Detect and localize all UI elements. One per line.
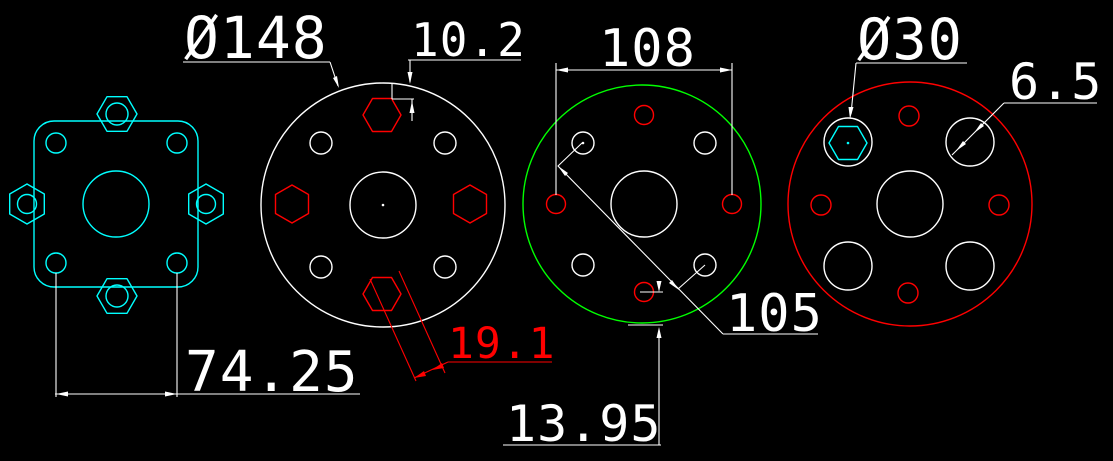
flange2-center-bore[interactable] — [349, 171, 417, 239]
hex-nut-right[interactable] — [187, 183, 225, 225]
flange4-hole-se[interactable] — [945, 241, 995, 291]
hex-nut-bottom[interactable] — [96, 278, 138, 314]
hex-nut-left-bore[interactable] — [16, 193, 38, 215]
dimension-6-5[interactable]: 6.5 — [951, 53, 1102, 156]
arrowhead — [414, 371, 426, 378]
square-flange-body[interactable] — [33, 120, 199, 288]
flange3-hole-sw[interactable] — [571, 253, 595, 277]
arrowhead — [848, 107, 854, 119]
hex-insert[interactable] — [828, 125, 868, 161]
dimension-105[interactable]: 105 — [557, 142, 823, 344]
dimension-text[interactable]: 13.95 — [506, 395, 662, 453]
flange3-outer-circle[interactable] — [522, 84, 762, 324]
flange4-center-bore[interactable] — [876, 170, 944, 238]
center-mark — [381, 203, 385, 207]
hex-nut-right-bore[interactable] — [195, 193, 217, 215]
flange2-hole-ne[interactable] — [309, 131, 333, 155]
flange4-hole-sw[interactable] — [823, 241, 873, 291]
hex-socket-right[interactable] — [452, 184, 488, 224]
flange4-red-hole-bottom[interactable] — [897, 282, 919, 304]
arrowhead — [556, 67, 568, 73]
hex-nut-top-bore[interactable] — [105, 102, 129, 126]
corner-hole-bottom-left[interactable] — [45, 252, 67, 274]
corner-hole-top-right[interactable] — [166, 132, 188, 154]
view-square-flange[interactable] — [8, 95, 225, 314]
arrowhead — [974, 123, 984, 133]
corner-hole-bottom-right[interactable] — [166, 252, 188, 274]
hex-socket-left[interactable] — [274, 184, 310, 224]
dimension-74-25[interactable]: 74.25 — [55, 273, 360, 405]
hex-socket-top[interactable] — [362, 97, 402, 133]
flange2-hole-nw[interactable] — [433, 131, 457, 155]
flange3-center-bore[interactable] — [610, 170, 678, 238]
flange4-red-hole-top[interactable] — [898, 105, 920, 127]
arrowhead — [656, 327, 662, 338]
arrowhead — [669, 280, 679, 290]
dimension-text[interactable]: 108 — [599, 19, 696, 79]
arrowhead — [165, 391, 177, 397]
view-round-flange-counterbored[interactable] — [787, 81, 1033, 327]
dimension-text[interactable]: 6.5 — [1009, 53, 1102, 111]
dimension-108[interactable]: 108 — [555, 19, 733, 195]
leader-line[interactable] — [677, 264, 706, 290]
arrowhead — [56, 391, 68, 397]
flange3-hole-nw[interactable] — [571, 131, 595, 155]
center-mark — [581, 141, 585, 145]
flange4-hole-nw[interactable] — [823, 117, 873, 167]
arrowhead — [409, 101, 415, 113]
center-bore[interactable] — [82, 170, 150, 238]
hex-nut-left[interactable] — [8, 183, 45, 225]
dimension-text[interactable]: Ø30 — [857, 7, 963, 73]
flange3-red-hole-left[interactable] — [545, 193, 567, 215]
flange2-hole-sw[interactable] — [309, 255, 333, 279]
arrowhead — [656, 281, 662, 292]
extension-line[interactable] — [398, 270, 446, 374]
dimension-text[interactable]: 74.25 — [185, 340, 359, 405]
leader-line[interactable] — [850, 62, 857, 115]
dimension-diameter-30[interactable]: Ø30 — [848, 7, 968, 119]
dimension-13-95[interactable]: 13.95 — [503, 281, 663, 453]
hex-nut-top[interactable] — [96, 95, 138, 133]
dimension-text[interactable]: 105 — [726, 284, 823, 344]
flange3-hole-se[interactable] — [693, 253, 717, 277]
dimension-text[interactable]: 10.2 — [411, 13, 526, 67]
arrowhead — [558, 166, 568, 176]
flange3-red-hole-top[interactable] — [633, 104, 655, 126]
hex-socket-bottom[interactable] — [362, 276, 402, 312]
flange3-red-hole-right[interactable] — [721, 193, 743, 215]
arrowhead — [432, 363, 444, 370]
arrowhead — [333, 76, 339, 88]
dimension-text[interactable]: 19.1 — [448, 319, 556, 369]
hex-nut-bottom-bore[interactable] — [105, 284, 129, 308]
flange4-hole-ne[interactable] — [945, 117, 995, 167]
dimension-text[interactable]: Ø148 — [184, 4, 328, 72]
dimension-19-1[interactable]: 19.1 — [369, 270, 556, 382]
flange4-red-hole-left[interactable] — [810, 194, 832, 216]
arrowhead — [407, 72, 413, 84]
flange4-red-hole-right[interactable] — [988, 194, 1010, 216]
center-mark — [846, 141, 850, 145]
arrowhead — [956, 141, 966, 151]
dimension-diameter-148[interactable]: Ø148 — [183, 4, 339, 88]
corner-hole-top-left[interactable] — [45, 132, 67, 154]
flange2-outer-circle[interactable] — [260, 82, 506, 328]
extension-line[interactable] — [369, 278, 417, 382]
flange3-hole-ne[interactable] — [693, 131, 717, 155]
flange2-hole-se[interactable] — [433, 255, 457, 279]
view-round-flange-drilled[interactable] — [522, 84, 762, 324]
view-round-flange-hex-sockets[interactable] — [260, 82, 506, 328]
dimension-10-2[interactable]: 10.2 — [391, 13, 526, 121]
flange4-outer-circle[interactable] — [787, 81, 1033, 327]
arrowhead — [720, 67, 732, 73]
